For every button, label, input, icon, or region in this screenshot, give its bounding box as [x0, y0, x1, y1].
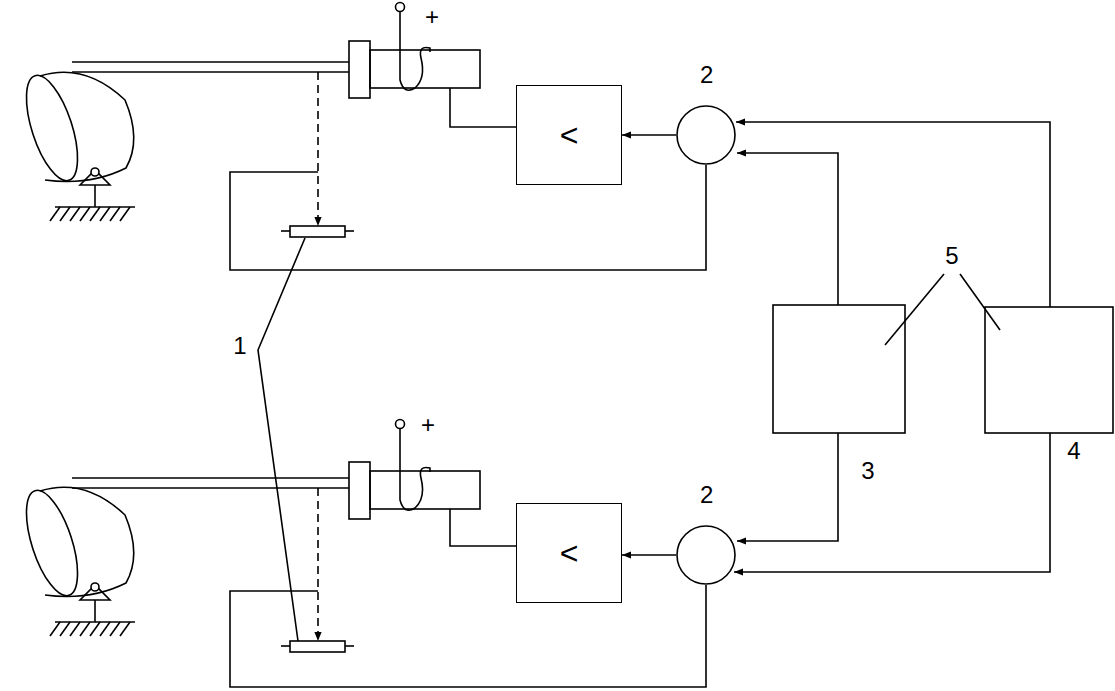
callout-number: 4 — [1067, 439, 1080, 463]
leader-line — [960, 274, 1000, 330]
callout-number: 3 — [861, 459, 874, 483]
amplifier-symbol: < — [560, 537, 579, 569]
callout-number: 5 — [945, 244, 958, 268]
circle-outline — [676, 105, 736, 165]
link-line — [258, 238, 305, 641]
setpoint-box — [985, 307, 1113, 433]
signal-arrow — [622, 554, 676, 556]
circle-outline — [676, 525, 736, 585]
signal-wire — [737, 433, 838, 541]
ladle-bottom — [16, 420, 706, 688]
callout-number: 1 — [233, 334, 246, 358]
amplifier-symbol: < — [560, 119, 579, 151]
setpoint-box — [773, 305, 905, 433]
callout-number: 2 — [700, 483, 713, 507]
summing-junction: 2 — [676, 525, 736, 585]
terminal-sign: + — [421, 413, 435, 437]
signal-wire — [736, 122, 1050, 307]
signal-wire — [734, 433, 1050, 572]
ladle-top — [16, 3, 706, 271]
callout-number: 2 — [700, 63, 713, 87]
leader-line — [885, 274, 944, 345]
signal-arrow — [622, 134, 676, 136]
terminal-sign: + — [425, 5, 439, 29]
signal-wire — [737, 153, 838, 305]
amplifier-box: < — [516, 85, 622, 185]
summing-junction: 2 — [676, 105, 736, 165]
amplifier-box: < — [516, 503, 622, 603]
